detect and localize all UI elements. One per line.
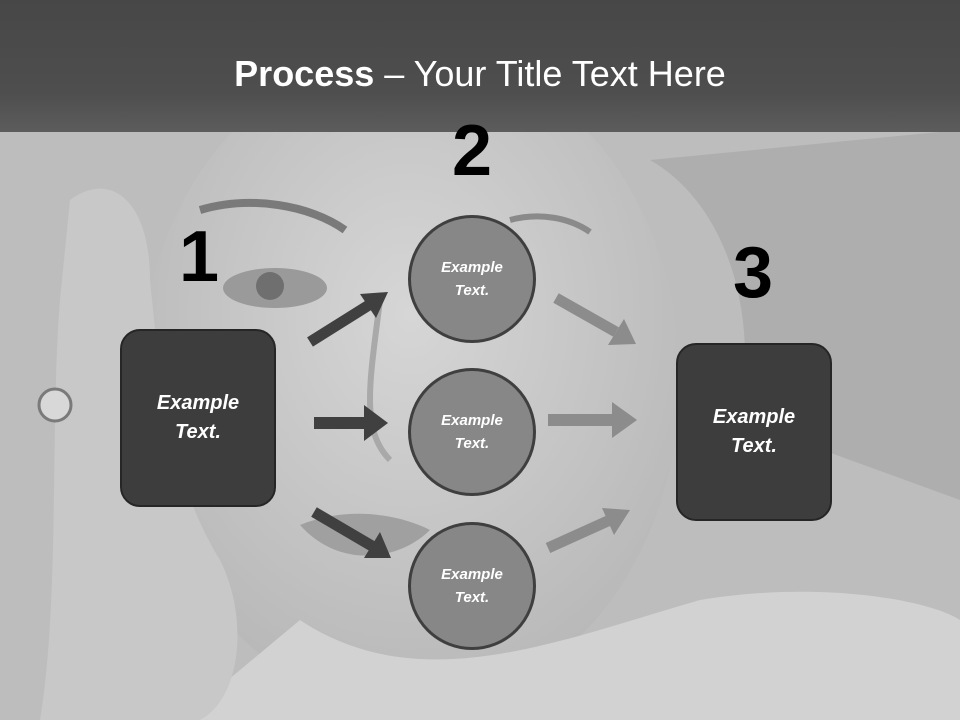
- step-2-item-label: Example Text.: [441, 259, 503, 299]
- step-3-box: Example Text.: [676, 343, 832, 521]
- title-bar: [0, 0, 960, 132]
- step-3-number: 3: [732, 233, 774, 313]
- arrow-1-to-2-bottom: [311, 507, 391, 558]
- title-rest: – Your Title Text Here: [374, 53, 726, 94]
- arrow-2-to-3-bottom: [545, 508, 630, 554]
- step-2-circle-middle: Example Text.: [408, 368, 536, 496]
- step-2-item-label: Example Text.: [441, 412, 503, 452]
- arrow-1-to-2-middle: [314, 405, 388, 441]
- step-2-circle-bottom: Example Text.: [408, 522, 536, 650]
- step-3-label: Example Text.: [712, 406, 796, 457]
- step-1-number: 1: [178, 217, 220, 297]
- arrow-1-to-2-top: [307, 292, 388, 347]
- step-1-box: Example Text.: [120, 329, 276, 507]
- slide-title: Process – Your Title Text Here: [0, 52, 960, 96]
- step-2-circle-top: Example Text.: [408, 215, 536, 343]
- step-2-item-label: Example Text.: [441, 566, 503, 606]
- title-bold: Process: [234, 53, 375, 94]
- arrow-2-to-3-middle: [548, 402, 637, 438]
- arrow-2-to-3-top: [553, 293, 636, 345]
- step-1-label: Example Text.: [156, 392, 240, 443]
- step-2-number: 2: [451, 111, 493, 191]
